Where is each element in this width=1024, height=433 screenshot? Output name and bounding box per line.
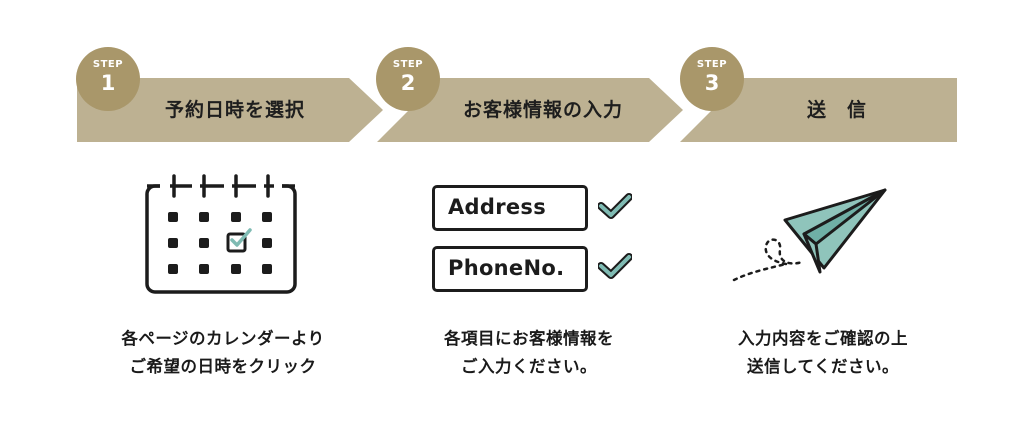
step-3-word: STEP [696, 59, 728, 70]
step-3-caption-line-1: 入力内容をご確認の上 [738, 329, 908, 348]
step-1-banner: 予約日時を選択 [77, 78, 383, 142]
step-1-caption-line-1: 各ページのカレンダーより [121, 329, 325, 348]
address-field-illustration: Address [432, 185, 588, 231]
step-2-caption: 各項目にお客様情報を ご入力ください。 [364, 325, 694, 381]
step-1-caption-line-2: ご希望の日時をクリック [129, 357, 317, 376]
step-3-caption: 入力内容をご確認の上 送信してください。 [658, 325, 988, 381]
check-icon [597, 253, 633, 281]
step-2-caption-line-1: 各項目にお客様情報を [444, 329, 614, 348]
step-3-banner: 送 信 [680, 78, 957, 142]
step-2-label: お客様情報の入力 [462, 99, 623, 121]
step-3-badge: STEP 3 [680, 47, 744, 111]
step-2-number: 2 [400, 71, 416, 95]
step-progress: 予約日時を選択 STEP 1 お客様情報の入力 STEP 2 送 信 STEP … [0, 0, 1024, 160]
paper-plane-icon [730, 184, 890, 288]
step-2-badge: STEP 2 [376, 47, 440, 111]
step-1-label: 予約日時を選択 [164, 99, 305, 121]
step-2-banner: お客様情報の入力 [377, 78, 683, 142]
step-1-badge: STEP 1 [76, 47, 140, 111]
step-1-caption: 各ページのカレンダーより ご希望の日時をクリック [58, 325, 388, 381]
calendar-check-icon [140, 172, 302, 298]
step-2-word: STEP [392, 59, 424, 70]
step-3-number: 3 [704, 71, 720, 95]
phone-field-illustration: PhoneNo. [432, 246, 588, 292]
check-icon [597, 193, 633, 221]
step-3-arrow-shape [680, 78, 957, 142]
step-3-caption-line-2: 送信してください。 [746, 357, 899, 376]
step-3-label: 送 信 [806, 99, 867, 121]
step-1-number: 1 [100, 71, 116, 95]
step-1-arrow-shape [77, 78, 383, 142]
step-2-arrow-shape [377, 78, 683, 142]
step-1-word: STEP [92, 59, 124, 70]
step-2-caption-line-2: ご入力ください。 [461, 357, 597, 376]
